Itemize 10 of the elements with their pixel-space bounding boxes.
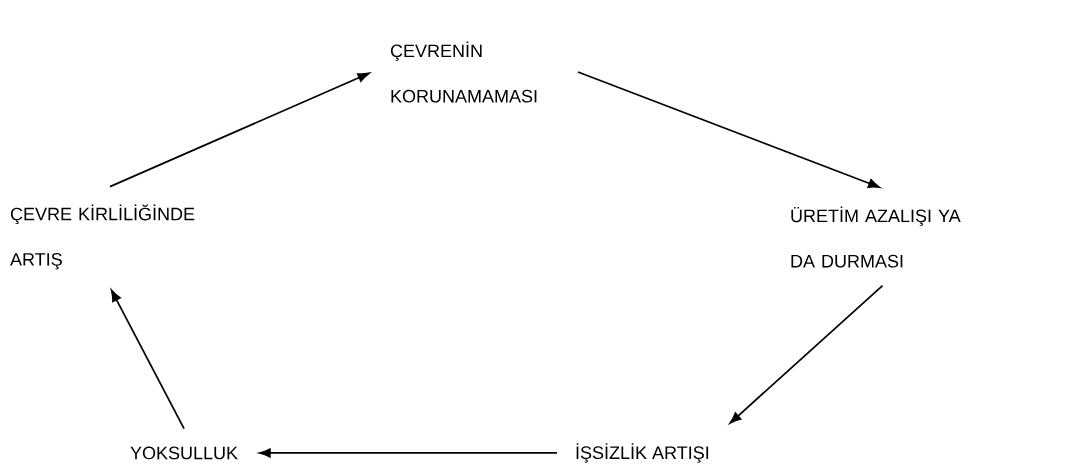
arrow	[729, 284, 884, 424]
arrow	[110, 289, 185, 430]
node-label: ÇEVRENİN KORUNAMAMASI	[390, 41, 537, 103]
node-label: ÜRETİM AZALIŞI YA DA DURMASI	[791, 206, 961, 268]
arrow	[577, 71, 880, 188]
node-label: İŞSİZLİK ARTIŞI	[576, 443, 709, 463]
node-label: YOKSULLUK	[130, 446, 238, 460]
arrow	[258, 448, 558, 458]
node-label: ÇEVRE KİRLİLİĞİNDE ARTIŞ	[10, 204, 195, 270]
arrow	[109, 72, 370, 188]
